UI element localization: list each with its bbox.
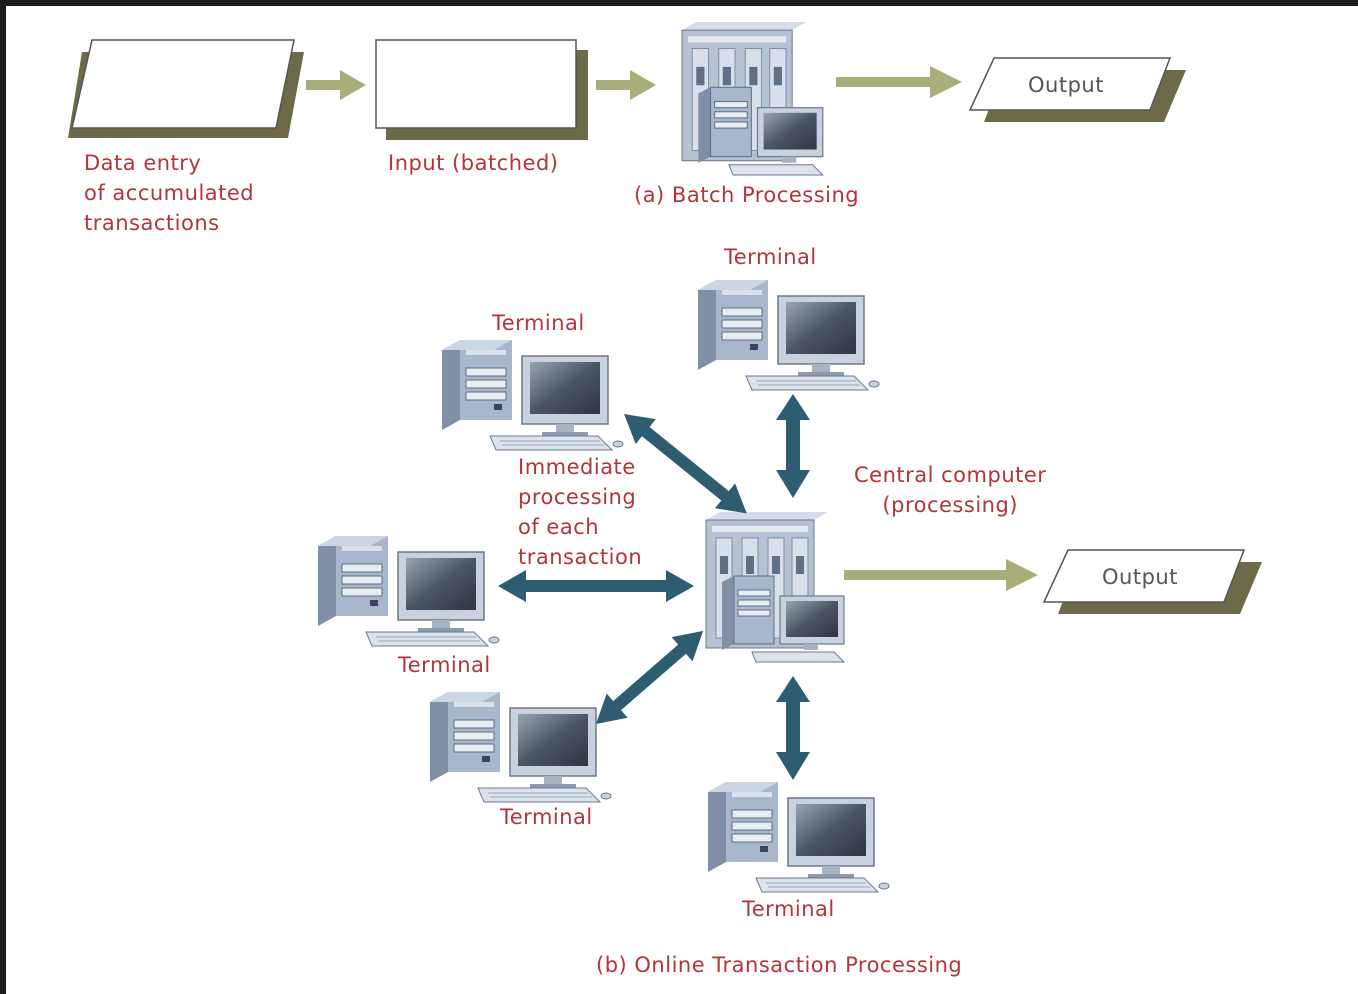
batch-caption: (a) Batch Processing — [634, 183, 860, 207]
terminal-label-lower-left: Terminal — [500, 805, 593, 829]
terminal-label-bottom: Terminal — [742, 897, 835, 921]
batch-arrow-2 — [596, 70, 656, 100]
online-output-box: Output — [1042, 549, 1262, 614]
terminal-icon-left — [317, 535, 500, 647]
data-entry-label: Data entry of accumulated transactions — [84, 151, 255, 235]
batch-output-box: Output — [968, 57, 1186, 122]
terminal-label-upper-left: Terminal — [492, 311, 585, 335]
link-arrow-left — [498, 570, 694, 602]
screen-frame-top — [0, 0, 1358, 6]
data-entry-box — [68, 39, 304, 138]
online-caption: (b) Online Transaction Processing — [596, 953, 963, 977]
input-batched-box — [375, 39, 588, 140]
central-computer-label: Central computer (processing) — [854, 463, 1047, 517]
online-output-label: Output — [1102, 565, 1178, 589]
central-mainframe-icon — [705, 511, 845, 663]
terminal-label-top: Terminal — [724, 245, 817, 269]
link-arrow-lower-left — [596, 630, 704, 724]
link-arrow-bottom — [776, 676, 810, 780]
terminal-label-left: Terminal — [398, 653, 491, 677]
input-batched-label: Input (batched) — [388, 151, 559, 175]
immediate-processing-label: Immediate processing of each transaction — [518, 455, 643, 569]
batch-arrow-3 — [836, 66, 962, 98]
batch-arrow-1 — [306, 70, 366, 100]
batch-output-label: Output — [1028, 73, 1104, 97]
screen-frame-left — [0, 0, 6, 994]
terminal-icon-top — [697, 279, 880, 391]
link-arrow-upper-left — [624, 414, 747, 514]
link-arrow-top — [776, 394, 810, 498]
terminal-icon-lower-left — [429, 691, 612, 803]
batch-mainframe-icon — [681, 21, 824, 176]
online-output-arrow — [844, 559, 1038, 591]
terminal-icon-bottom — [707, 781, 890, 893]
terminal-icon-upper-left — [441, 339, 624, 451]
